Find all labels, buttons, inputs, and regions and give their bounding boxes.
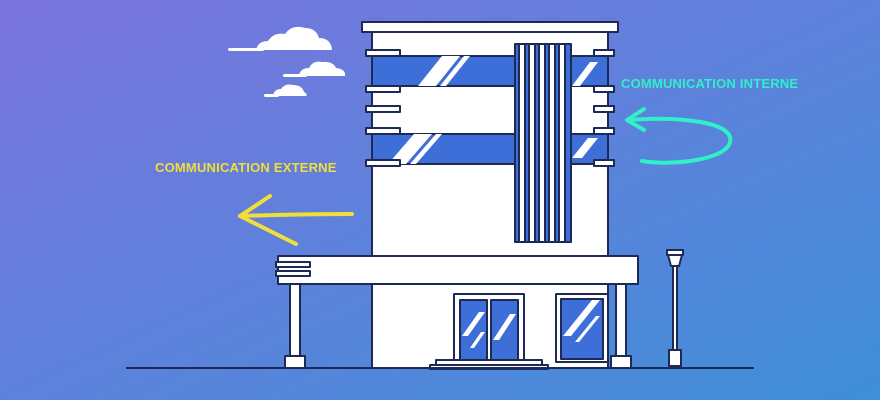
floor-ledge	[365, 105, 401, 113]
floor-ledge	[593, 127, 615, 135]
glass-reflection	[462, 300, 600, 348]
canopy-stripe	[275, 261, 311, 268]
external-communication-label: COMMUNICATION EXTERNE	[155, 160, 337, 175]
canopy	[277, 255, 639, 285]
floor-ledge	[593, 159, 615, 167]
floor-ledge	[593, 85, 615, 93]
roof	[361, 21, 619, 33]
floor-ledge	[365, 127, 401, 135]
arrow-left-icon	[238, 194, 354, 246]
floor-ledge	[365, 159, 401, 167]
column	[610, 283, 632, 369]
entrance-door	[453, 293, 525, 361]
glass-band	[371, 55, 609, 87]
side-window	[555, 293, 609, 363]
floor-ledge	[593, 105, 615, 113]
glass-reflection	[388, 56, 598, 164]
cloud-icon	[228, 26, 332, 51]
vertical-panel	[514, 43, 572, 243]
cloud-icon	[264, 84, 307, 97]
canopy-stripe	[275, 270, 311, 277]
floor-ledge	[365, 49, 401, 57]
cloud-icon	[283, 61, 346, 77]
curved-arrow-left-icon	[625, 107, 733, 165]
internal-communication-label: COMMUNICATION INTERNE	[621, 76, 799, 91]
column	[284, 283, 306, 369]
floor-ledge	[365, 85, 401, 93]
floor-ledge	[593, 49, 615, 57]
street-lamp-icon	[666, 249, 684, 367]
